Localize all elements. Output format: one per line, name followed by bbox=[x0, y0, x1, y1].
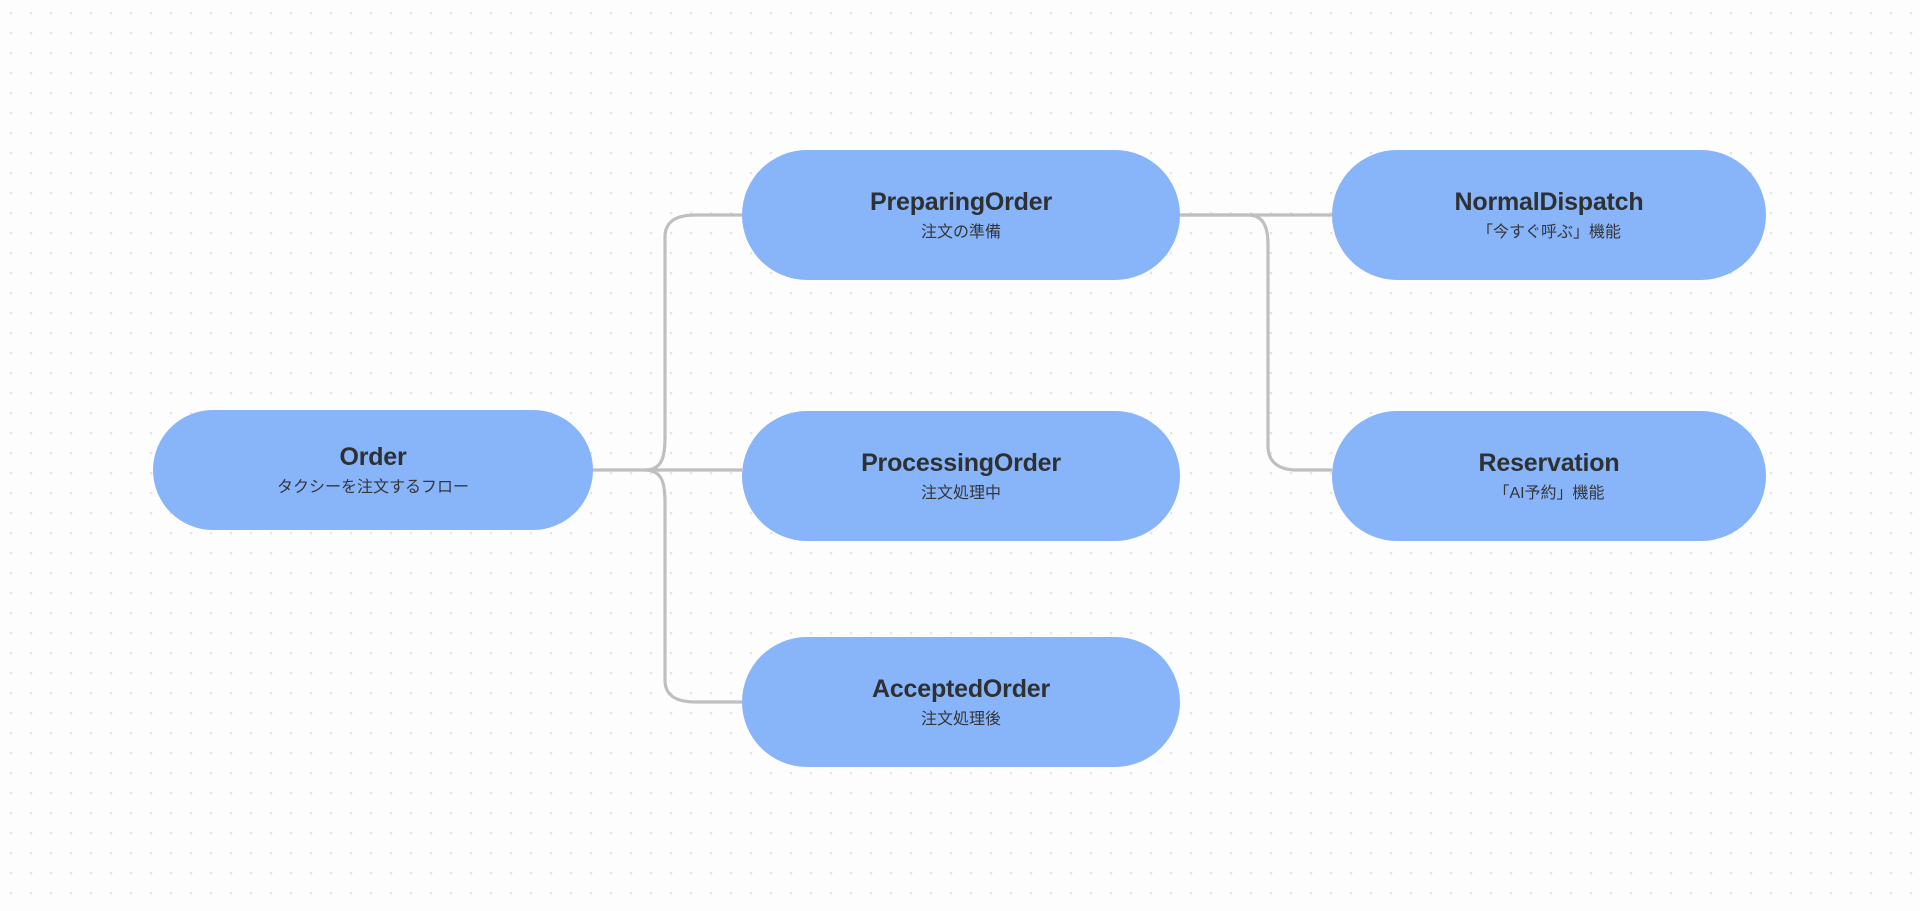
node-reservation-subtitle: 「AI予約」機能 bbox=[1493, 484, 1605, 502]
node-accepted-order[interactable]: AcceptedOrder 注文処理後 bbox=[742, 637, 1180, 767]
edge-preparing-to-reservation bbox=[1180, 213, 1332, 472]
node-order[interactable]: Order タクシーを注文するフロー bbox=[153, 410, 593, 530]
node-preparing-order-subtitle: 注文の準備 bbox=[920, 223, 1001, 241]
node-reservation[interactable]: Reservation 「AI予約」機能 bbox=[1332, 411, 1766, 541]
node-normal-dispatch-title: NormalDispatch bbox=[1454, 187, 1644, 216]
node-preparing-order[interactable]: PreparingOrder 注文の準備 bbox=[742, 150, 1180, 280]
node-order-title: Order bbox=[339, 442, 407, 471]
node-processing-order-subtitle: 注文処理中 bbox=[920, 484, 1001, 502]
node-normal-dispatch[interactable]: NormalDispatch 「今すぐ呼ぶ」機能 bbox=[1332, 150, 1766, 280]
edge-order-to-accepted bbox=[644, 468, 742, 704]
node-accepted-order-title: AcceptedOrder bbox=[871, 674, 1050, 703]
node-processing-order[interactable]: ProcessingOrder 注文処理中 bbox=[742, 411, 1180, 541]
node-normal-dispatch-subtitle: 「今すぐ呼ぶ」機能 bbox=[1476, 223, 1621, 241]
node-order-subtitle: タクシーを注文するフロー bbox=[276, 478, 469, 496]
edge-order-to-preparing bbox=[644, 213, 742, 472]
node-accepted-order-subtitle: 注文処理後 bbox=[920, 710, 1001, 728]
node-reservation-title: Reservation bbox=[1478, 448, 1620, 477]
node-preparing-order-title: PreparingOrder bbox=[870, 187, 1052, 216]
node-processing-order-title: ProcessingOrder bbox=[861, 448, 1061, 477]
